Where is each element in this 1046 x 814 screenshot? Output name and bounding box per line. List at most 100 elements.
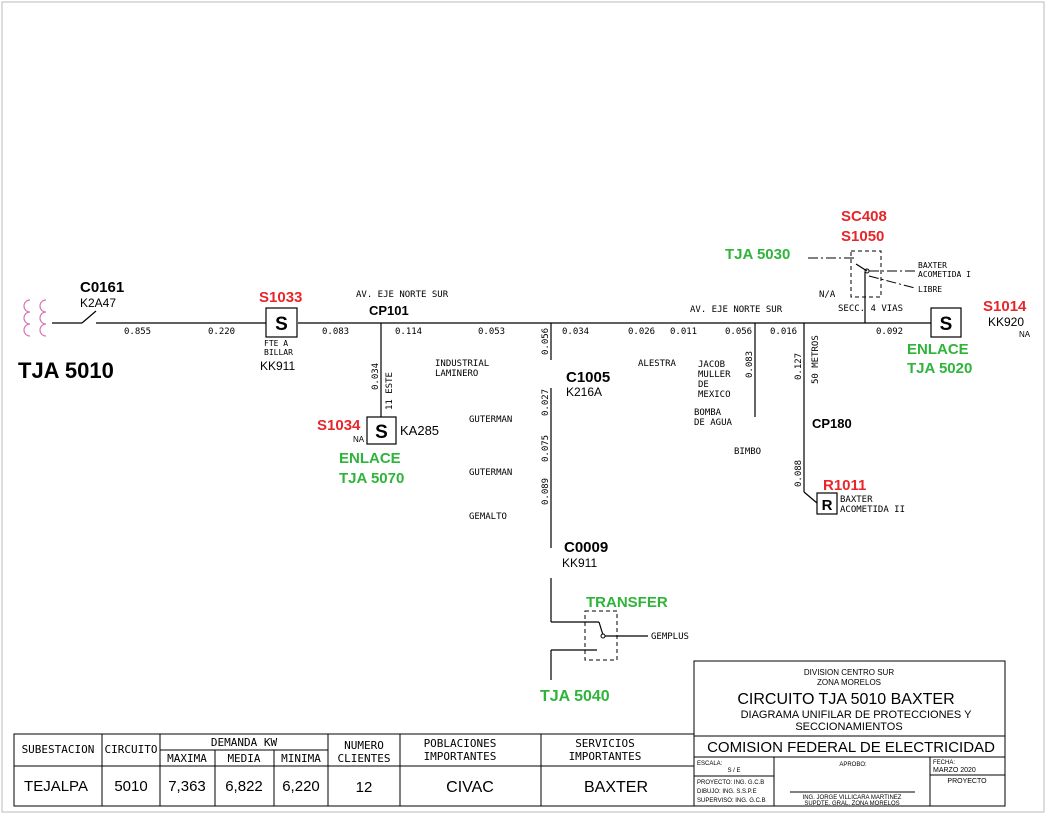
load-label: BAXTER: [840, 495, 873, 505]
distance-label: 0.083: [322, 327, 349, 337]
substation-label: TJA 5010: [18, 358, 114, 383]
dibujo-line: DIBUJO: ING. S.S.P.E: [697, 789, 757, 795]
load-label: INDUSTRIAL: [435, 359, 489, 369]
aprobo-label: APROBO:: [839, 762, 867, 768]
distance-label: 0.220: [208, 327, 235, 337]
distance-label: 0.114: [395, 327, 422, 337]
distance-label: 0.056: [725, 327, 752, 337]
column-header: MEDIA: [227, 752, 260, 765]
switch-letter: S: [375, 422, 388, 443]
distance-label: 0.855: [124, 327, 151, 337]
sectionalizer-id: SC408: [841, 208, 887, 225]
switch-code: KK911: [260, 359, 295, 373]
table-cell: 6,220: [282, 778, 320, 795]
column-header: POBLACIONES: [424, 737, 497, 750]
fecha-value: MARZO 2020: [933, 767, 976, 774]
switch-s1034: [366, 416, 397, 445]
load-label: MULLER: [698, 370, 731, 380]
distance-label: 0.075: [541, 435, 551, 462]
column-header: NUMERO: [344, 739, 384, 752]
street-label: AV. EJE NORTE SUR: [356, 290, 449, 300]
distance-label: 0.056: [541, 328, 551, 355]
tie-label: TJA 5020: [907, 360, 972, 377]
load-label: BIMBO: [734, 447, 761, 457]
cutout-id: C1005: [566, 369, 610, 386]
distance-label: 0.092: [876, 327, 903, 337]
distance-label: 0.127: [794, 353, 804, 380]
breaker-id: C0161: [80, 279, 124, 296]
load-label: DE: [698, 380, 709, 390]
proyecto-line: PROYECTO: ING. G.C.B: [697, 780, 764, 786]
distance-label: 0.016: [770, 327, 797, 337]
breaker-c0161: [81, 310, 97, 324]
switch-s1014: [930, 307, 962, 338]
distance-label: 0.034: [371, 363, 381, 390]
switch-na: NA: [353, 435, 365, 444]
switch-letter: S: [940, 314, 953, 335]
tie-label: ENLACE: [339, 450, 401, 467]
sectionalizer-blade: [855, 263, 868, 272]
transformer-symbol: [23, 299, 47, 337]
distance-label: 0.089: [541, 478, 551, 505]
distance-label: 0.011: [670, 327, 697, 337]
distance-note: 50 METROS: [811, 335, 821, 384]
load-label: MEXICO: [698, 390, 731, 400]
branch-line: [803, 491, 818, 504]
switch-note: FTE A: [264, 339, 288, 348]
tie-line: [868, 275, 916, 289]
table-cell: 5010: [114, 778, 147, 795]
distance-label: 0.083: [745, 351, 755, 378]
escala-value: S / E: [727, 768, 740, 774]
column-header: MAXIMA: [167, 752, 207, 765]
tap-id: CP101: [369, 303, 409, 318]
load-label: GEMPLUS: [651, 632, 689, 642]
load-label: BOMBA: [694, 408, 722, 418]
switch-id: S1014: [983, 298, 1027, 315]
distance-label: 0.053: [478, 327, 505, 337]
superviso-line: SUPERVISO: ING. G.C.B: [697, 798, 766, 804]
street-label: AV. EJE NORTE SUR: [690, 305, 783, 315]
escala-label: ESCALA:: [697, 761, 723, 767]
table-cell: CIVAC: [446, 779, 494, 796]
engineer-name: ING. JORGE VILLICARA MARTINEZ: [803, 795, 902, 801]
column-header: CIRCUITO: [105, 743, 158, 756]
switch-id: S1033: [259, 289, 302, 306]
circuit-title: CIRCUITO TJA 5010 BAXTER: [737, 691, 954, 708]
cutout-id: C0009: [564, 539, 608, 556]
sectionalizer-enclosure: [850, 250, 882, 298]
distance-label: 0.026: [628, 327, 655, 337]
transfer-enclosure: [584, 610, 618, 661]
zona-label: ZONA MORELOS: [817, 678, 881, 687]
column-header: SUBESTACION: [22, 743, 95, 756]
fecha-label: FECHA:: [933, 760, 955, 766]
division-label: DIVISION CENTRO SUR: [804, 668, 894, 677]
recloser-r1011: [816, 492, 838, 515]
distance-label: 0.088: [794, 460, 804, 487]
tie-label: TJA 5070: [339, 470, 404, 487]
diagram-subtitle: SECCIONAMIENTOS: [795, 721, 902, 733]
load-label: ACOMETIDA II: [840, 505, 905, 515]
load-label: ALESTRA: [638, 359, 677, 369]
cutout-code: K216A: [566, 385, 602, 399]
distance-label: 0.027: [541, 389, 551, 416]
table-cell: BAXTER: [584, 779, 648, 796]
load-label: ACOMETIDA I: [918, 270, 971, 279]
recloser-id: R1011: [823, 477, 866, 494]
load-label: GUTERMAN: [469, 415, 512, 425]
transfer-pivot: [600, 633, 606, 639]
diagram-subtitle: DIAGRAMA UNIFILAR DE PROTECCIONES Y: [741, 709, 973, 721]
load-label: LIBRE: [918, 285, 942, 294]
tap-id: CP180: [812, 416, 852, 431]
switch-s1033: [265, 307, 298, 338]
tie-label: TJA 5040: [540, 688, 610, 705]
sectionalizer-id: S1050: [841, 228, 884, 245]
transfer-label: TRANSFER: [586, 594, 668, 611]
cutout-code: KK911: [562, 556, 597, 570]
tie-label: TJA 5030: [725, 246, 790, 263]
circuit-data-table: [13, 733, 695, 807]
switch-code: KA285: [400, 423, 439, 438]
table-cell: 7,363: [168, 778, 206, 795]
load-label: JACOB: [698, 360, 725, 370]
company-name: COMISION FEDERAL DE ELECTRICIDAD: [707, 739, 995, 756]
